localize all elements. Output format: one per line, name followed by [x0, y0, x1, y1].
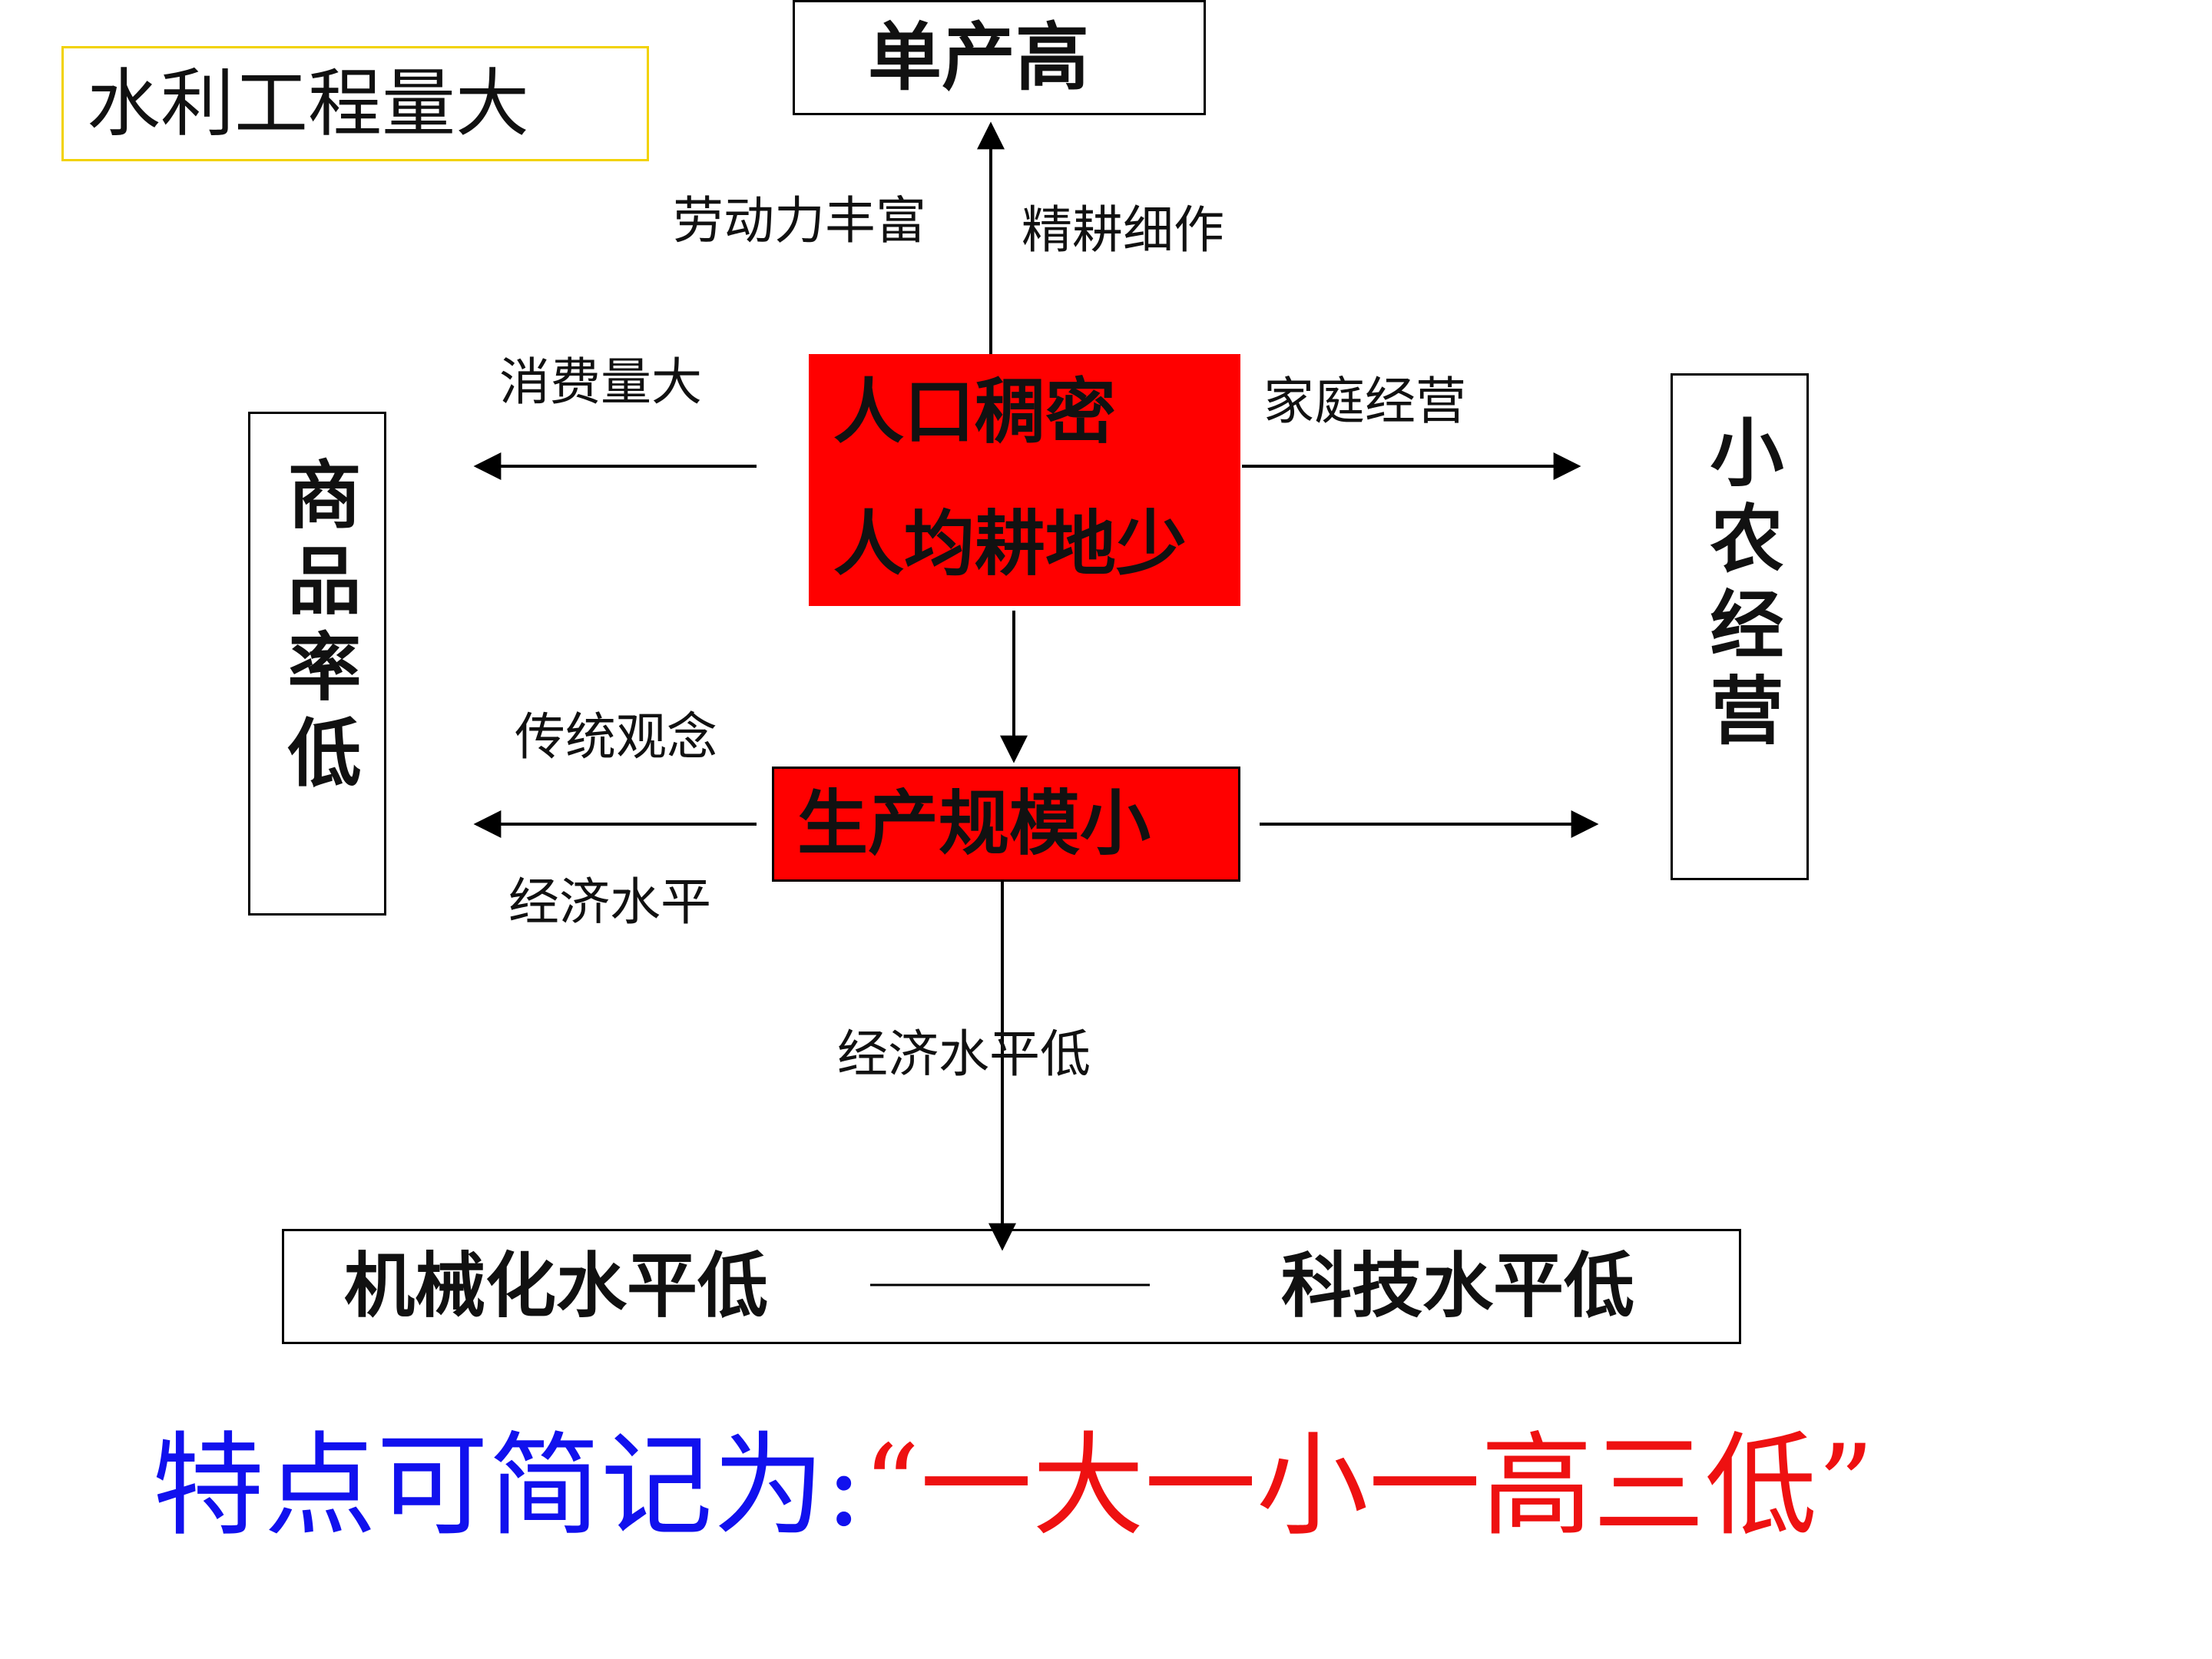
label-labor-rich: 劳动力丰富 — [673, 191, 926, 250]
bottom-right-text: 科技水平低 — [1281, 1245, 1635, 1327]
center-line-2: 人均耕地少 — [833, 503, 1187, 585]
top-left-note: 水利工程量大 — [61, 46, 649, 161]
middle-box-text: 生产规模小 — [797, 783, 1151, 865]
top-box-text: 单产高 — [868, 15, 1089, 101]
label-consumption: 消费量大 — [499, 353, 702, 412]
left-box-text: 商品率低 — [275, 456, 361, 800]
center-line-1: 人口稠密 — [833, 371, 1117, 453]
center-box-population: 人口稠密 人均耕地少 — [809, 354, 1240, 606]
right-box-small-farming: 小农经营 — [1671, 373, 1809, 880]
summary-prefix: 特点可简记为: — [152, 1421, 863, 1551]
right-box-text: 小农经营 — [1697, 414, 1783, 758]
top-left-note-text: 水利工程量大 — [87, 61, 529, 147]
bottom-box-tech-level: 机械化水平低 科技水平低 — [282, 1229, 1741, 1344]
label-economy-low: 经济水平低 — [837, 1025, 1091, 1084]
bottom-left-text: 机械化水平低 — [344, 1245, 769, 1327]
label-tradition: 传统观念 — [515, 707, 717, 767]
top-box-yield: 单产高 — [793, 0, 1206, 115]
label-family: 家庭经营 — [1263, 372, 1466, 431]
left-box-commodity-rate: 商品率低 — [248, 412, 386, 916]
summary-highlight: “一大一小一高三低” — [863, 1421, 1875, 1551]
middle-box-scale: 生产规模小 — [772, 767, 1240, 882]
summary-line: 特点可简记为:“一大一小一高三低” — [152, 1425, 1874, 1548]
label-intensive: 精耕细作 — [1022, 200, 1224, 260]
label-economy: 经济水平 — [508, 873, 711, 932]
